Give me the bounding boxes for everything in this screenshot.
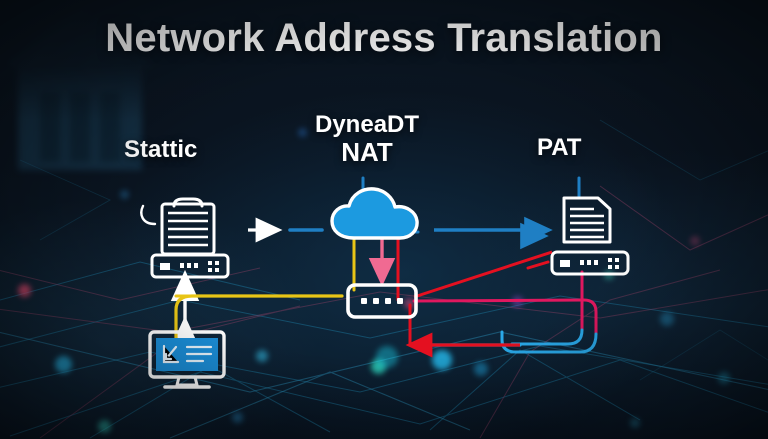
label-dynamic-nat: DyneaDT NAT (315, 112, 419, 166)
server-stack-icon (160, 197, 216, 256)
desktop-computer-icon (148, 330, 226, 389)
nat-router-to-pat-red (413, 250, 553, 299)
pat-return-lightblue-b (510, 328, 584, 346)
router-icon (150, 253, 230, 279)
label-dynamic-line1: DyneaDT (315, 111, 420, 138)
document-icon (562, 196, 612, 244)
label-pat: PAT (537, 134, 582, 161)
page-title: Network Address Translation (105, 16, 663, 60)
router-icon (550, 250, 630, 276)
router-icon (346, 283, 418, 319)
label-static: Stattic (124, 136, 198, 163)
nat-router-to-pat-pink (412, 298, 598, 336)
cloud-icon (330, 187, 419, 240)
pat-left-red-stub (526, 260, 550, 270)
label-dynamic-line2: NAT (341, 136, 393, 167)
